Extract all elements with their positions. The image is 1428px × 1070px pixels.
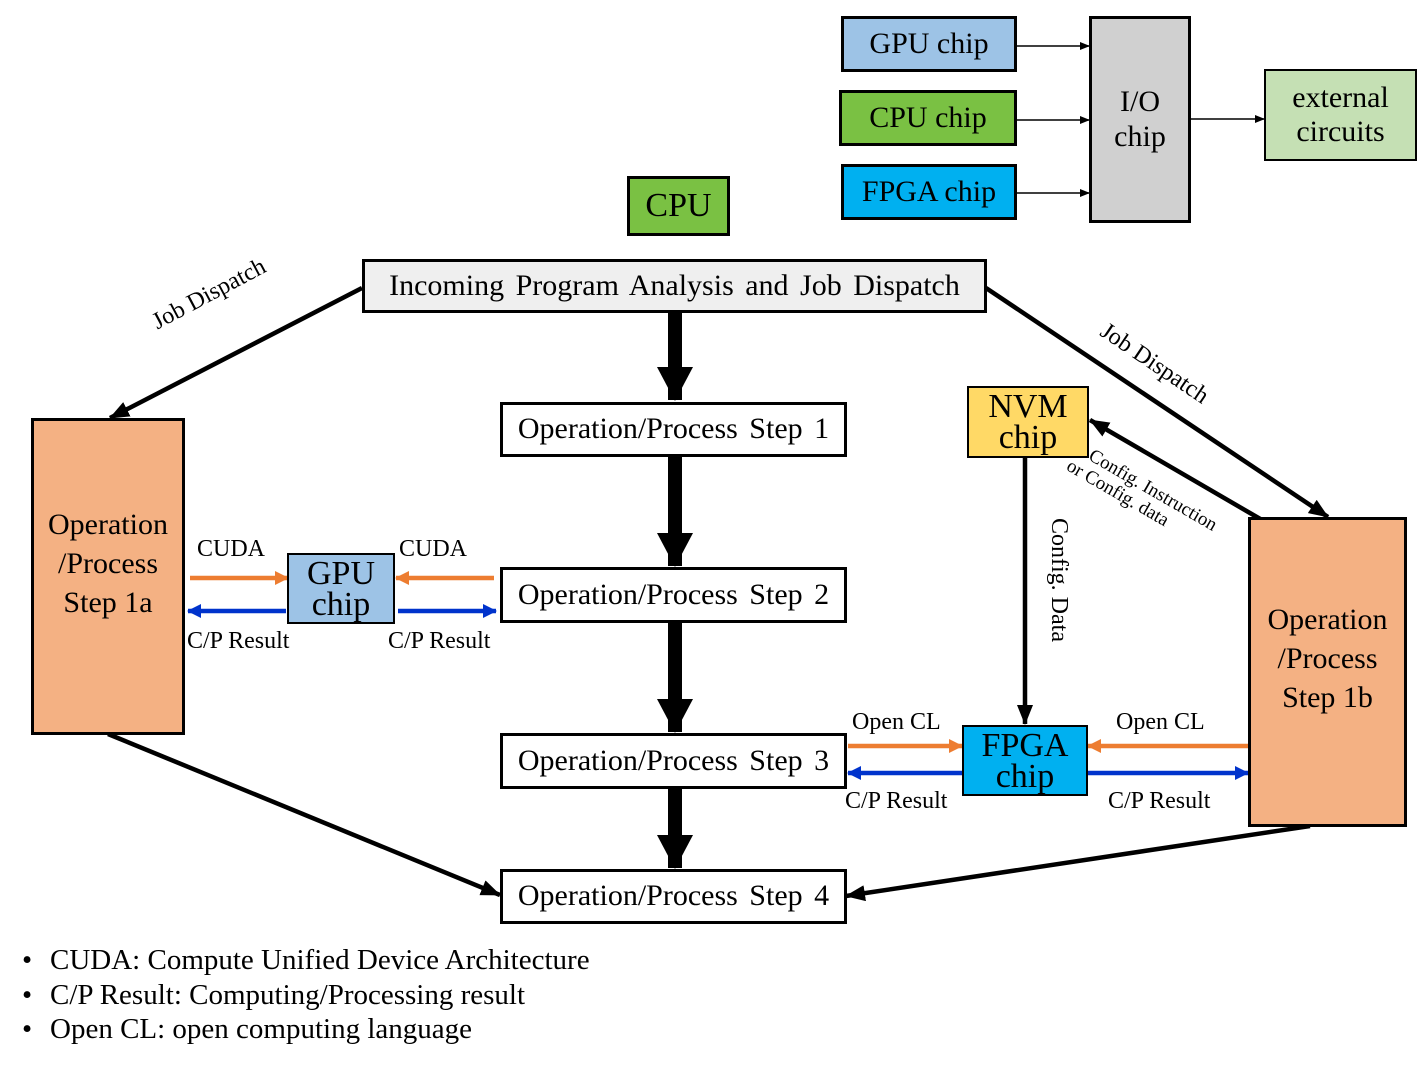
io-chip-box: I/O chip bbox=[1089, 16, 1191, 223]
step3-box: Operation/Process Step 3 bbox=[500, 733, 847, 789]
cp-result-gpu-left-label: C/P Result bbox=[187, 628, 290, 654]
fpga-chip-center-box: FPGA chip bbox=[962, 725, 1088, 796]
cp-result-gpu-right-label: C/P Result bbox=[388, 628, 491, 654]
legend-item: • C/P Result: Computing/Processing result bbox=[22, 978, 590, 1013]
cp-result-fpga-left-label: C/P Result bbox=[845, 788, 948, 814]
bullet-icon: • bbox=[22, 978, 33, 1011]
legend-item: • Open CL: open computing language bbox=[22, 1012, 590, 1047]
request-arrows bbox=[190, 571, 1248, 753]
legend: • CUDA: Compute Unified Device Architectu… bbox=[22, 943, 590, 1047]
fpga-chip-center-label: FPGA chip bbox=[981, 726, 1069, 795]
cpu-chip-label: CPU chip bbox=[869, 100, 987, 134]
cpu-chip-box: CPU chip bbox=[839, 90, 1017, 146]
cpu-label: CPU bbox=[645, 187, 712, 225]
step2-label: Operation/Process Step 2 bbox=[517, 577, 830, 611]
legend-text: Open CL: open computing language bbox=[50, 1013, 473, 1045]
cuda-right-label: CUDA bbox=[399, 536, 468, 562]
external-circuits-box: external circuits bbox=[1264, 69, 1417, 161]
step1-label: Operation/Process Step 1 bbox=[517, 412, 830, 446]
open-cl-right-label: Open CL bbox=[1116, 709, 1205, 735]
cpu-box: CPU bbox=[627, 176, 730, 236]
nvm-chip-label: NVM chip bbox=[988, 388, 1068, 456]
step4-box: Operation/Process Step 4 bbox=[500, 869, 847, 924]
gpu-chip-center-box: GPU chip bbox=[287, 553, 395, 624]
bullet-icon: • bbox=[22, 1013, 33, 1045]
job-dispatch-right-arrow bbox=[984, 286, 1330, 519]
open-cl-left-label: Open CL bbox=[852, 709, 941, 735]
legend-text: C/P Result: Computing/Processing result bbox=[50, 978, 526, 1011]
job-dispatch-left-arrow bbox=[108, 286, 364, 420]
config-data-label: Config. Data bbox=[1046, 518, 1072, 642]
step1a-label: Operation /Process Step 1a bbox=[48, 508, 168, 619]
step1a-box: Operation /Process Step 1a bbox=[31, 418, 185, 735]
config-instruction-arrow bbox=[1088, 418, 1264, 522]
fpga-chip-label: FPGA chip bbox=[861, 174, 997, 208]
dispatch-label: Incoming Program Analysis and Job Dispat… bbox=[389, 268, 960, 302]
step3-label: Operation/Process Step 3 bbox=[517, 743, 830, 777]
nvm-chip-box: NVM chip bbox=[967, 386, 1089, 458]
step2-box: Operation/Process Step 2 bbox=[500, 567, 847, 623]
external-circuits-label: external circuits bbox=[1292, 80, 1389, 149]
step1a-to-step4-arrow bbox=[107, 731, 501, 898]
gpu-chip-label: GPU chip bbox=[869, 26, 989, 60]
step1b-label: Operation /Process Step 1b bbox=[1267, 603, 1388, 714]
fpga-chip-box: FPGA chip bbox=[841, 164, 1017, 220]
result-arrows bbox=[187, 604, 1249, 780]
step1b-box: Operation /Process Step 1b bbox=[1248, 517, 1407, 827]
cp-result-fpga-right-label: C/P Result bbox=[1108, 788, 1211, 814]
io-connectors bbox=[1008, 42, 1265, 197]
dispatch-box: Incoming Program Analysis and Job Dispat… bbox=[362, 259, 987, 313]
step1b-to-step4-arrow bbox=[845, 823, 1311, 902]
legend-text: CUDA: Compute Unified Device Architectur… bbox=[50, 944, 590, 976]
gpu-chip-center-label: GPU chip bbox=[306, 554, 376, 623]
dispatch-arrows bbox=[107, 286, 1330, 902]
step4-label: Operation/Process Step 4 bbox=[517, 879, 830, 913]
gpu-chip-box: GPU chip bbox=[841, 16, 1017, 72]
io-chip-label: I/O chip bbox=[1114, 85, 1166, 153]
legend-item: • CUDA: Compute Unified Device Architectu… bbox=[22, 943, 590, 978]
bullet-icon: • bbox=[22, 944, 33, 976]
step1-box: Operation/Process Step 1 bbox=[500, 402, 847, 457]
cuda-left-label: CUDA bbox=[197, 536, 266, 562]
